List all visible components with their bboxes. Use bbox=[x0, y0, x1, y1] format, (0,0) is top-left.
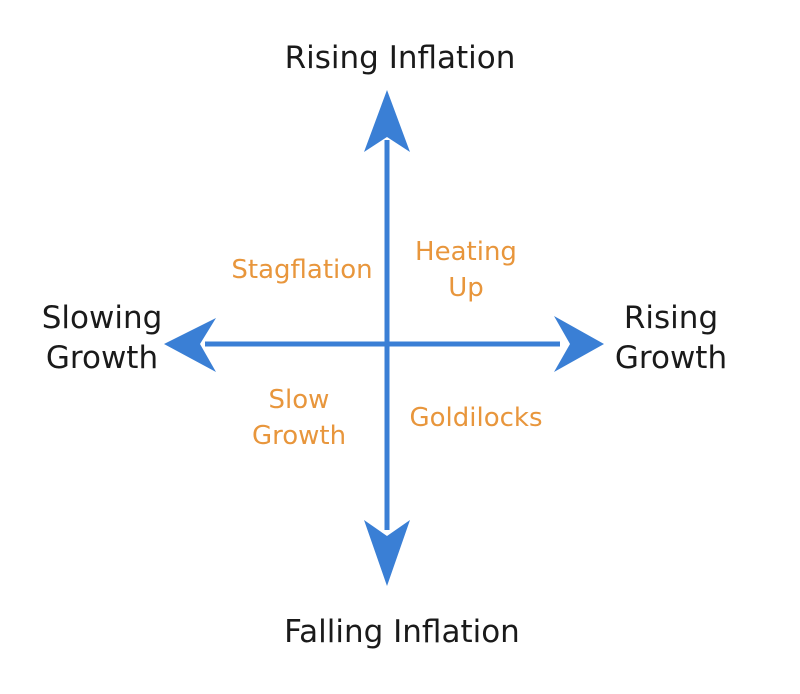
arrow-down-head bbox=[364, 520, 410, 586]
axis-label-bottom-text: Falling Inflation bbox=[284, 614, 520, 650]
axis-label-left: Slowing Growth bbox=[10, 298, 194, 378]
arrow-left-head bbox=[164, 318, 216, 372]
quadrant-bottom-left-line-1: Slow bbox=[268, 385, 330, 415]
axis-label-top-text: Rising Inflation bbox=[284, 40, 516, 76]
quadrant-bottom-left-line-2: Growth bbox=[251, 421, 347, 451]
quadrant-top-left-line-1: Stagflation bbox=[231, 255, 373, 285]
axis-label-top: Rising Inflation bbox=[200, 38, 600, 78]
quadrant-top-right-line-2: Up bbox=[448, 273, 484, 303]
quadrant-bottom-right-line-1: Goldilocks bbox=[409, 403, 543, 433]
quadrant-top-right-line-1: Heating bbox=[415, 237, 517, 267]
quadrant-label-bottom-right: Goldilocks bbox=[396, 400, 556, 436]
axis-label-right: Rising Growth bbox=[596, 298, 746, 378]
axis-label-bottom: Falling Inflation bbox=[200, 612, 604, 652]
quadrant-label-bottom-left: Slow Growth bbox=[226, 382, 372, 454]
axis-label-left-line-2: Growth bbox=[45, 340, 159, 376]
axis-label-left-line-1: Slowing bbox=[41, 300, 163, 336]
axis-label-right-line-1: Rising bbox=[623, 300, 719, 336]
quadrant-label-top-left: Stagflation bbox=[220, 252, 384, 288]
arrow-up-head bbox=[364, 90, 410, 152]
axis-label-right-line-2: Growth bbox=[614, 340, 728, 376]
arrow-right-head bbox=[554, 316, 604, 372]
quadrant-label-top-right: Heating Up bbox=[398, 234, 534, 306]
